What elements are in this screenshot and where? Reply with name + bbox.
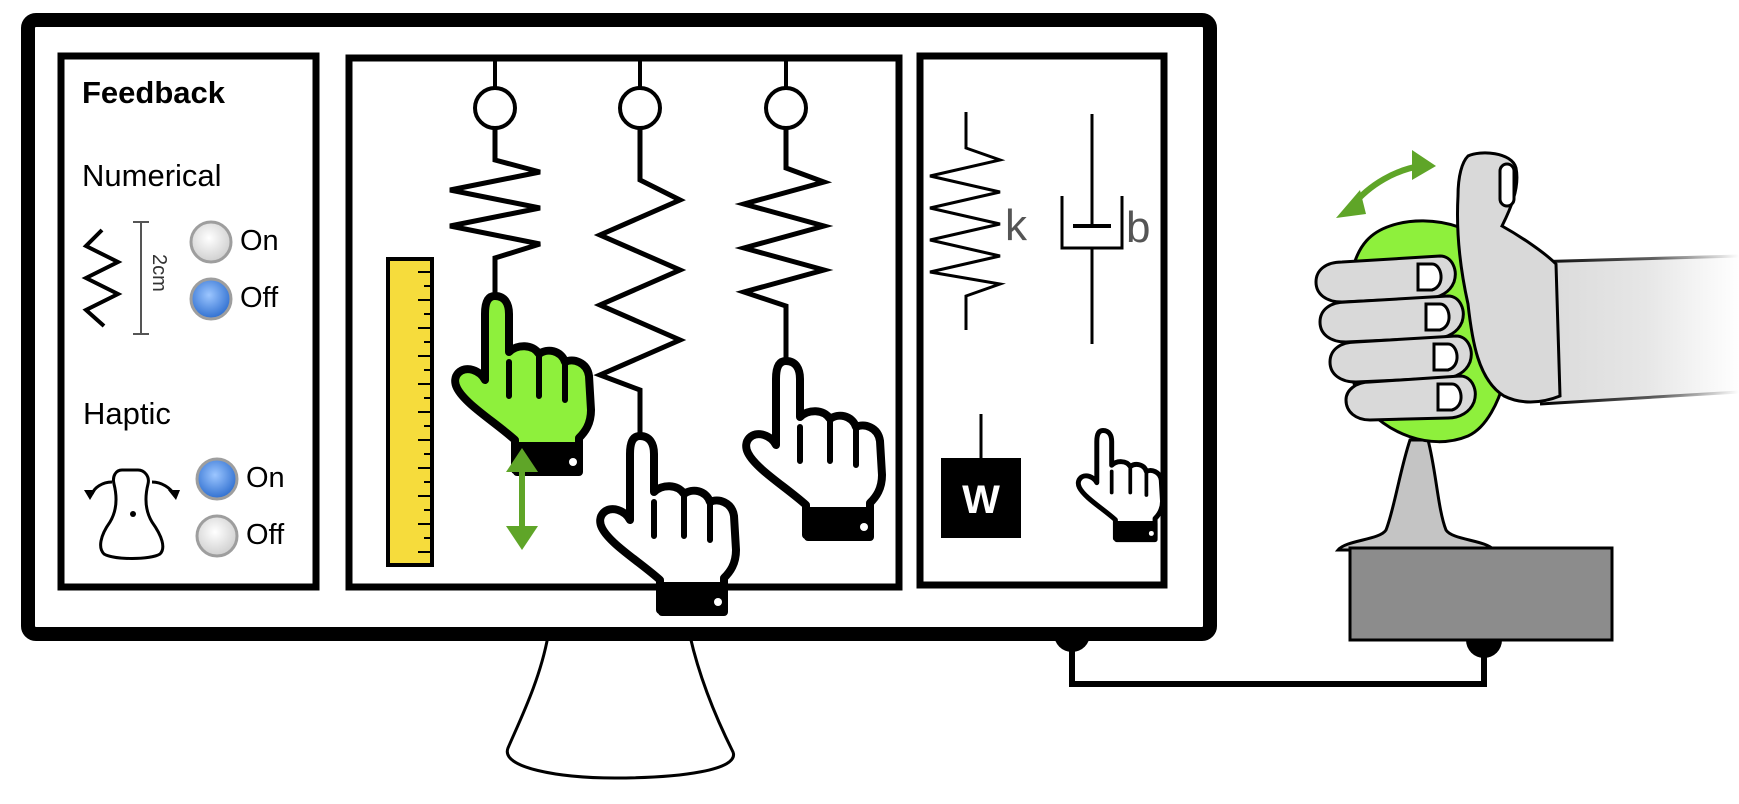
vertical-arrow-icon [506,448,538,550]
spring-k-label: k [1005,201,1028,250]
forearm [1530,256,1739,404]
radio-numerical-on[interactable]: On [189,220,279,264]
radio-haptic-off[interactable]: Off [195,514,285,558]
radio-haptic-off-label: Off [246,519,285,551]
scale-label: 2cm [148,254,170,292]
damper-b-icon [1060,114,1124,344]
spring-3 [734,58,882,541]
numerical-spring-icon [81,228,123,328]
joystick-small-icon [84,468,180,560]
scale-bracket [133,221,149,335]
thumb [1455,151,1562,404]
spring-2 [593,58,736,616]
spring-k-icon [929,112,1006,330]
haptic-device [1314,150,1739,642]
numerical-label: Numerical [82,158,222,193]
model-panel: k b W [916,52,1168,589]
damper-b-label: b [1126,203,1150,252]
haptic-label: Haptic [83,396,171,431]
radio-haptic-on-label: On [246,462,285,494]
spring-panel [345,54,903,616]
radio-numerical-on-label: On [240,225,279,257]
rotation-arrow-icon [1336,150,1436,218]
spring-1 [449,58,591,550]
fingernails [1416,262,1463,412]
feedback-title: Feedback [82,75,226,110]
weight-label: W [962,478,1000,522]
radio-numerical-off[interactable]: Off [189,277,279,321]
ruler-icon [386,257,434,567]
device-base [1348,546,1614,642]
radio-haptic-on[interactable]: On [195,457,285,501]
weight-icon: W [941,414,1021,538]
connection-cable [1054,634,1502,687]
feedback-panel: Feedback Numerical 2cm On Off Haptic [57,52,320,591]
monitor-stand [505,634,735,780]
joystick-handle [1334,438,1498,552]
radio-numerical-off-label: Off [240,282,279,314]
